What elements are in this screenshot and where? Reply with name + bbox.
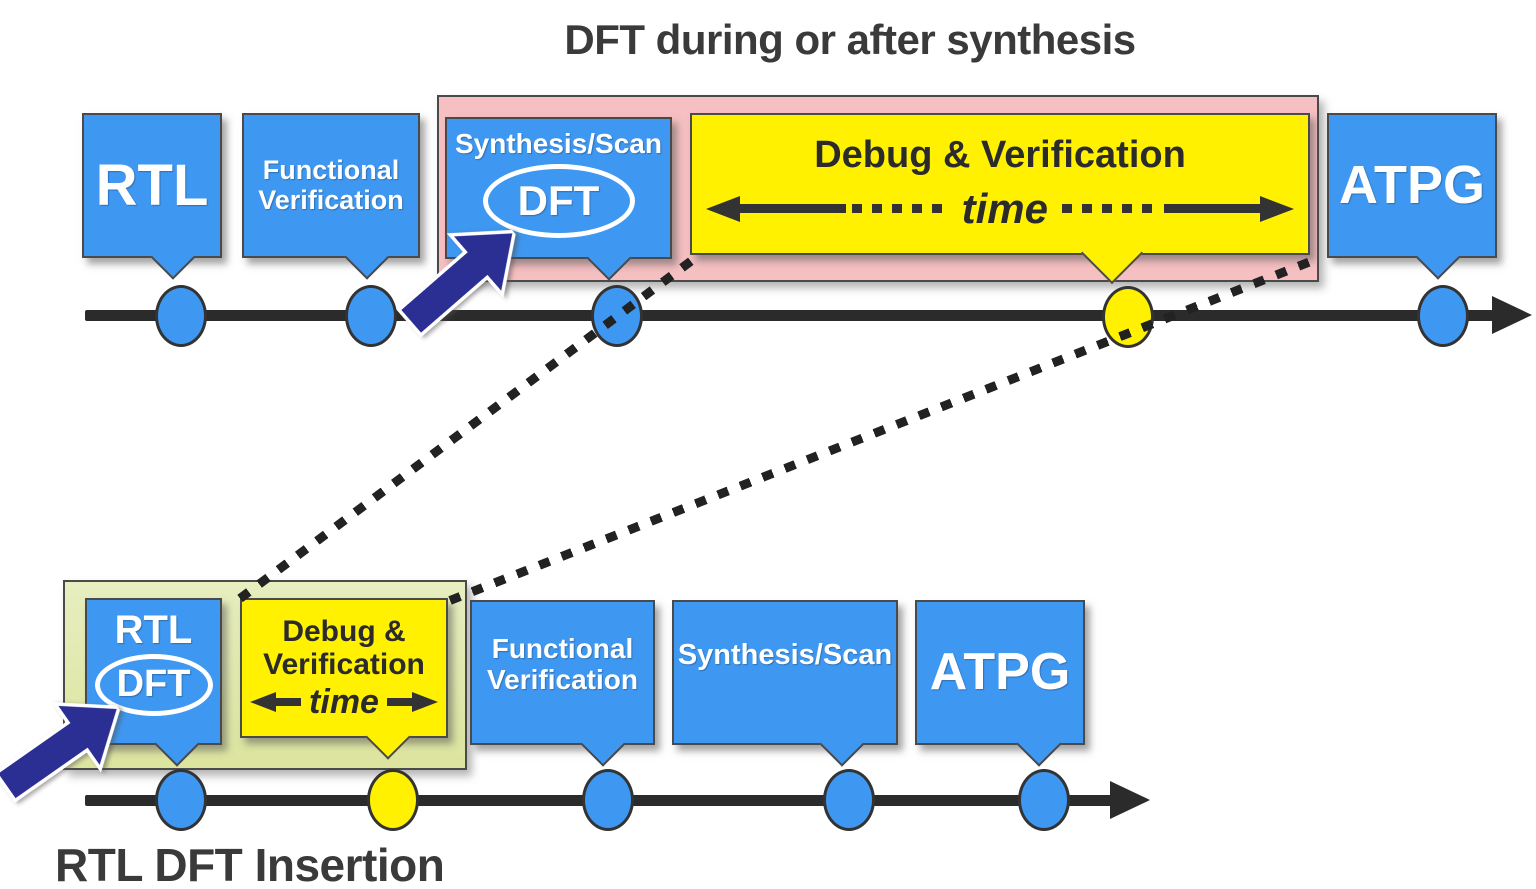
debug-bottom-line2: Verification (263, 647, 425, 681)
func-verif-bottom-line2: Verification (487, 663, 638, 695)
timeline-node-atpg-bottom (1018, 769, 1070, 831)
timeline-top (85, 310, 1493, 321)
func-verif-bottom-line1: Functional (491, 633, 634, 664)
time-arrowhead-left-top (706, 195, 740, 222)
time-line-right-top (1163, 204, 1260, 214)
time-arrowhead-left-bottom (250, 692, 276, 712)
timeline-node-synthesis-bottom (823, 769, 875, 831)
timeline-node-funcverif-bottom (582, 769, 634, 831)
box-debug-verification-bottom: Debug & Verification time (240, 598, 448, 760)
time-line-right-bottom (386, 698, 413, 706)
synthesis-scan-top-label: Synthesis/Scan (455, 128, 662, 159)
func-verif-top-line2: Verification (258, 184, 404, 215)
time-arrow-bottom: time (242, 683, 446, 722)
timeline-node-rtl-bottom (155, 769, 207, 831)
box-rtl-top: RTL (82, 113, 222, 280)
box-synthesis-scan-top: Synthesis/Scan DFT (445, 117, 672, 281)
box-atpg-bottom-tail (1016, 721, 1062, 767)
dft-bottom-label: DFT (116, 663, 191, 706)
timeline-bottom-arrowhead (1110, 781, 1150, 819)
box-functional-verification-bottom: Functional Verification (470, 600, 655, 767)
box-rtl-top-label: RTL (95, 152, 209, 218)
time-word-top: time (961, 184, 1048, 232)
page-title: DFT during or after synthesis (564, 16, 1136, 63)
time-arrowhead-right-top (1260, 195, 1294, 222)
atpg-bottom-label: ATPG (929, 642, 1071, 701)
time-dots-left-top (851, 204, 948, 214)
rtl-bottom-label: RTL (114, 608, 193, 652)
box-functional-verification-top: Functional Verification (242, 113, 420, 280)
time-line-left-bottom (276, 698, 302, 706)
time-arrowhead-right-bottom (412, 692, 439, 712)
time-word-bottom: time (309, 682, 379, 721)
timeline-node-debug-bottom (367, 769, 419, 831)
dft-insertion-arrow-top (396, 229, 517, 338)
box-rtl-top-tail (150, 234, 197, 280)
dft-ellipse-bottom: DFT (94, 654, 213, 716)
timeline-node-atpg-top (1417, 285, 1469, 347)
box-atpg-top: ATPG (1327, 113, 1497, 280)
time-dots-right-top (1061, 204, 1158, 214)
box-synthesis-bottom-tail (818, 721, 865, 767)
box-atpg-top-tail (1415, 234, 1461, 280)
box-debug-verification-top: Debug & Verification time (690, 113, 1310, 285)
box-rtl-dft-bottom: RTL DFT (85, 598, 222, 767)
timeline-top-arrowhead (1492, 296, 1532, 334)
box-funcverif-bottom-tail (580, 721, 626, 767)
debug-bottom-line1: Debug & (282, 614, 406, 648)
box-synthesis-scan-bottom: Synthesis/Scan (672, 600, 898, 767)
atpg-top-label: ATPG (1339, 154, 1485, 215)
bottom-caption: RTL DFT Insertion (55, 839, 445, 889)
time-arrow-top: time (692, 185, 1308, 233)
synthesis-scan-bottom-label: Synthesis/Scan (677, 639, 893, 671)
dft-top-label: DFT (517, 176, 600, 224)
dft-insertion-arrow-bottom (0, 702, 122, 804)
func-verif-top-line1: Functional (262, 154, 400, 185)
timeline-node-funcverif-top (345, 285, 397, 347)
dft-ellipse-top: DFT (482, 163, 635, 238)
debug-verification-top-label: Debug & Verification (814, 134, 1186, 177)
time-line-left-top (740, 204, 846, 214)
box-atpg-bottom: ATPG (915, 600, 1085, 767)
timeline-node-rtl-top (155, 285, 207, 347)
